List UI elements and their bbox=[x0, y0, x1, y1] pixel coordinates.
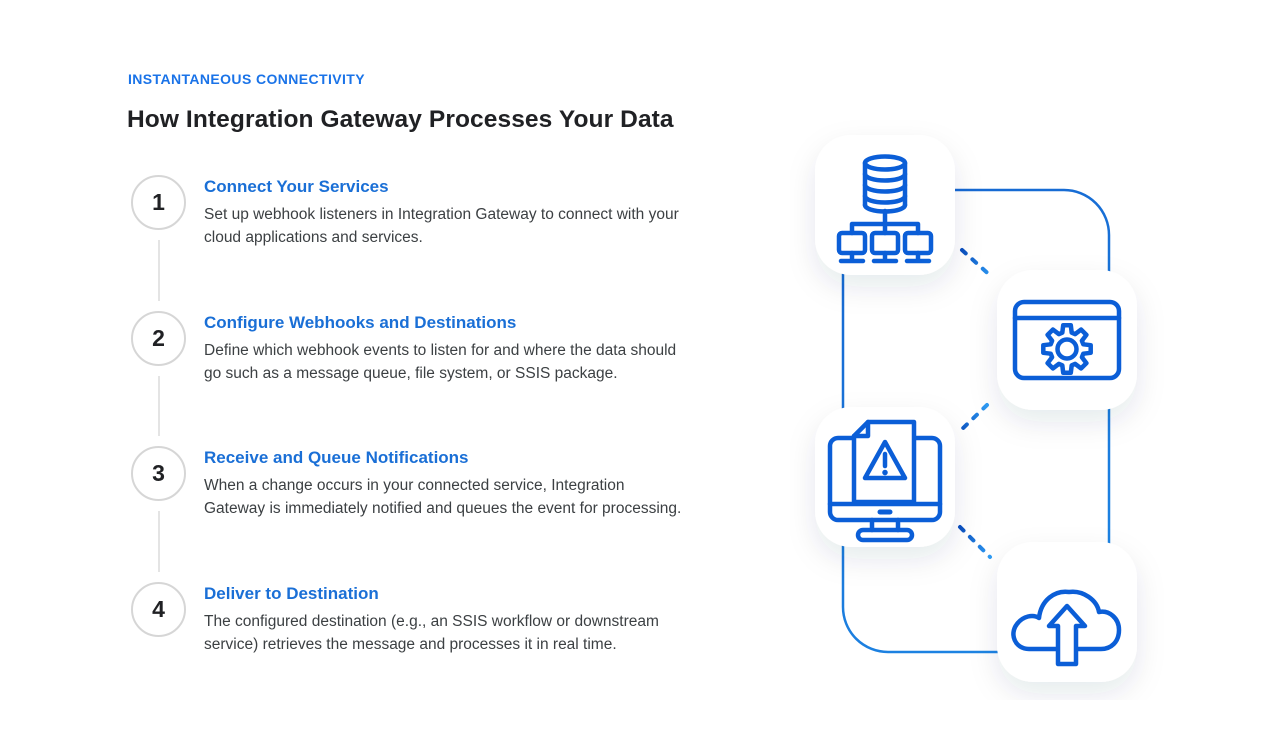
step-connector-line bbox=[157, 511, 160, 572]
step-rail: 2 bbox=[129, 310, 188, 447]
page-title: How Integration Gateway Processes Your D… bbox=[127, 106, 674, 133]
process-steps: 1 Connect Your Services Set up webhook l… bbox=[129, 175, 688, 656]
step-description: Set up webhook listeners in Integration … bbox=[204, 206, 679, 246]
card-source-services bbox=[815, 135, 955, 275]
step-content: Configure Webhooks and Destinations Defi… bbox=[204, 311, 688, 447]
step-rail: 4 bbox=[129, 581, 188, 656]
card-configure-webhooks bbox=[997, 270, 1137, 410]
card-deliver-destination bbox=[997, 542, 1137, 682]
step-title: Connect Your Services bbox=[204, 177, 389, 196]
step-title: Configure Webhooks and Destinations bbox=[204, 312, 517, 332]
step-item-4: 4 Deliver to Destination The configured … bbox=[129, 581, 688, 656]
step-item-2: 2 Configure Webhooks and Destinations De… bbox=[129, 310, 688, 447]
dotted-connector-3 bbox=[958, 525, 992, 559]
step-number-circle: 2 bbox=[131, 310, 186, 366]
step-rail: 3 bbox=[129, 446, 188, 582]
step-connector-line bbox=[157, 375, 160, 436]
cloud-upload-icon bbox=[1011, 589, 1122, 667]
database-network-icon bbox=[836, 154, 934, 264]
monitor-alert-icon bbox=[827, 419, 943, 543]
step-rail: 1 bbox=[129, 175, 188, 311]
step-item-1: 1 Connect Your Services Set up webhook l… bbox=[129, 175, 688, 311]
eyebrow-label: INSTANTANEOUS CONNECTIVITY bbox=[128, 71, 365, 87]
dotted-connector-2 bbox=[956, 403, 989, 435]
step-number-circle: 1 bbox=[131, 175, 186, 230]
dotted-connector-1 bbox=[960, 248, 995, 280]
step-connector-line bbox=[157, 240, 160, 301]
app-window-gear-icon bbox=[1012, 299, 1122, 381]
step-description: The configured destination (e.g., an SSI… bbox=[204, 612, 659, 653]
step-description: Define which webhook events to listen fo… bbox=[204, 341, 677, 382]
step-item-3: 3 Receive and Queue Notifications When a… bbox=[129, 446, 688, 582]
step-title: Deliver to Destination bbox=[204, 583, 379, 603]
step-content: Deliver to Destination The configured de… bbox=[204, 582, 688, 656]
step-title: Receive and Queue Notifications bbox=[204, 448, 469, 467]
step-number-circle: 4 bbox=[131, 581, 186, 637]
step-content: Connect Your Services Set up webhook lis… bbox=[204, 175, 688, 311]
step-description: When a change occurs in your connected s… bbox=[204, 477, 682, 517]
step-number-circle: 3 bbox=[131, 446, 186, 501]
step-content: Receive and Queue Notifications When a c… bbox=[204, 446, 688, 582]
integration-flow-diagram bbox=[815, 135, 1137, 682]
card-queue-notifications bbox=[815, 407, 955, 547]
